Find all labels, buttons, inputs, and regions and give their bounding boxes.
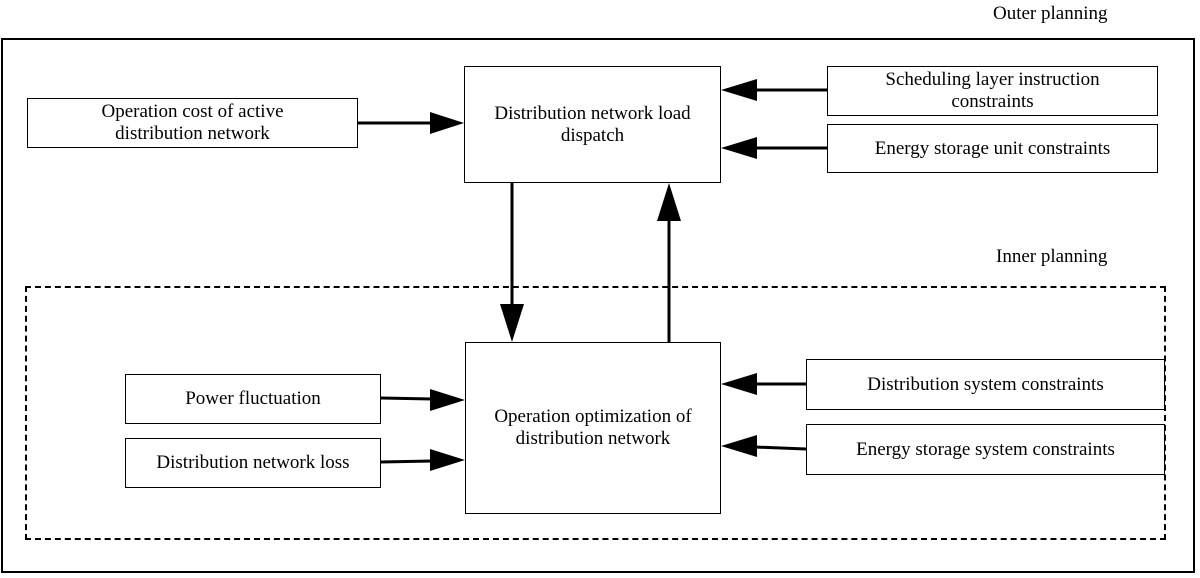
arrowhead-cost-to-dispatch [430,112,464,134]
operation-optimization-box: Operation optimization of distribution n… [465,342,721,514]
arrow-fluctuation-to-optimization [380,396,433,401]
load-dispatch-box: Distribution network load dispatch [464,66,721,183]
system-constraints-label: Distribution system constraints [867,373,1104,395]
operation-cost-box: Operation cost of active distribution ne… [27,98,358,148]
arrowhead-loss-to-optimization [430,449,465,471]
storage-system-constraints-box: Energy storage system constraints [806,424,1165,475]
arrow-storage-system-to-optimization [754,445,807,451]
arrowhead-scheduling-to-dispatch [721,79,757,101]
arrowhead-storage-unit-to-dispatch [721,137,757,159]
outer-planning-frame [1,38,1195,573]
outer-planning-label: Outer planning [993,3,1108,24]
energy-storage-unit-box: Energy storage unit constraints [827,124,1158,173]
arrowhead-storage-system-to-optimization [721,435,757,457]
storage-system-constraints-label: Energy storage system constraints [856,438,1115,460]
scheduling-constraints-line2: constraints [951,91,1034,112]
inner-planning-label: Inner planning [996,246,1108,267]
operation-optimization-line2: distribution network [515,428,671,449]
arrow-loss-to-optimization [380,459,433,464]
arrowhead-system-to-optimization [721,373,757,395]
network-loss-box: Distribution network loss [125,438,381,488]
load-dispatch-line1: Distribution network load [494,102,691,124]
system-constraints-box: Distribution system constraints [806,359,1165,410]
scheduling-constraints-box: Scheduling layer instruction constraints [827,66,1158,116]
arrowhead-optimization-to-dispatch [657,183,681,221]
power-fluctuation-box: Power fluctuation [125,374,381,424]
operation-cost-line2: distribution network [115,123,270,144]
arrowhead-dispatch-to-optimization [500,304,524,342]
operation-cost-line1: Operation cost of active [101,101,284,122]
load-dispatch-line2: dispatch [560,124,625,146]
inner-planning-frame [25,286,1166,540]
scheduling-constraints-line1: Scheduling layer instruction [885,69,1100,90]
operation-optimization-line1: Operation optimization of [494,406,692,427]
power-fluctuation-label: Power fluctuation [185,388,321,409]
arrowhead-fluctuation-to-optimization [430,389,465,411]
network-loss-label: Distribution network loss [156,452,350,473]
energy-storage-unit-label: Energy storage unit constraints [874,137,1111,159]
